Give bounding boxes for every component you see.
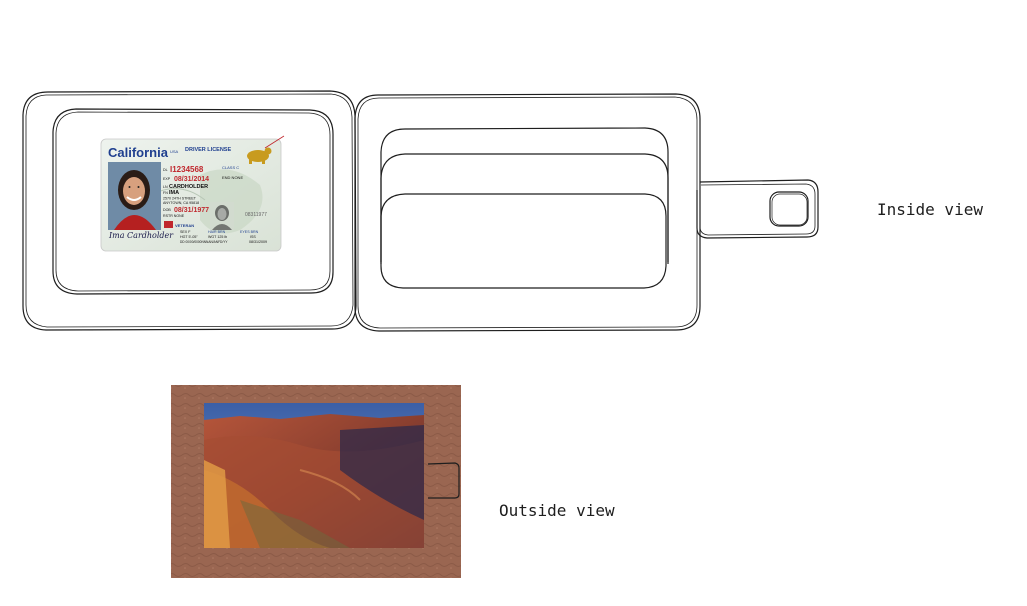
outside-view-label: Outside view [499, 501, 615, 520]
license-sex: SEX F [180, 230, 191, 234]
bear-icon [247, 135, 285, 164]
license-veteran-mark [164, 221, 173, 228]
license-exp: 08/31/2014 [174, 176, 209, 183]
drivers-license: California USA DRIVER LICENSE DL I123456… [100, 135, 285, 252]
id-window [52, 108, 334, 295]
license-type: DRIVER LICENSE [185, 147, 231, 153]
license-eyes: EYES BRN [240, 230, 259, 234]
clasp-tab [696, 179, 819, 239]
license-dd: DD 00/00/0000NNNAN/ANFD/YY [180, 240, 228, 244]
license-dl-prefix: DL [163, 168, 168, 172]
license-signature: Ima Cardholder [108, 231, 174, 240]
license-rstr: RSTR NONE [163, 214, 185, 218]
license-veteran: VETERAN [175, 223, 194, 228]
license-state-suffix: USA [170, 149, 179, 154]
card-pocket-3 [380, 193, 667, 289]
right-panel [354, 93, 701, 332]
license-address1: 2570 24TH STREET [163, 197, 197, 201]
license-end: END NONE [222, 175, 243, 180]
license-ghost-dob: 08311977 [245, 212, 267, 218]
license-ln-prefix: LN [163, 185, 168, 189]
license-hgt: HGT 5'-05" [180, 235, 198, 239]
license-fn-prefix: FN [163, 191, 168, 195]
license-dob: 08/31/1977 [174, 207, 209, 214]
license-class: CLASS C [222, 165, 239, 170]
wallet-inside-view [22, 90, 819, 332]
license-ln: CARDHOLDER [169, 184, 208, 190]
card-pocket-2 [405, 153, 669, 264]
canyon-photo [204, 403, 424, 548]
license-ghost-photo [210, 202, 234, 230]
card-pocket-1 [404, 127, 669, 262]
wallet-outside-view [171, 385, 461, 578]
clasp-tab-icon [769, 191, 809, 227]
outside-clasp-tab [427, 462, 460, 499]
license-address2: ANYTOWN, CA 95818 [163, 201, 199, 205]
license-photo [108, 162, 161, 230]
inside-view-label: Inside view [877, 200, 983, 219]
license-wgt: WGT 125 lb [208, 235, 227, 239]
license-dob-prefix: DOB [163, 208, 171, 212]
license-iss: ISS [250, 235, 256, 239]
license-exp-prefix: EXP [163, 177, 171, 181]
license-iss-date: 08/31/2009 [249, 240, 267, 244]
license-hair: HAIR BRN [208, 230, 226, 234]
left-panel [22, 90, 357, 331]
license-fn: IMA [169, 190, 179, 196]
license-state: California [108, 145, 169, 160]
license-dl: I1234568 [170, 165, 204, 174]
